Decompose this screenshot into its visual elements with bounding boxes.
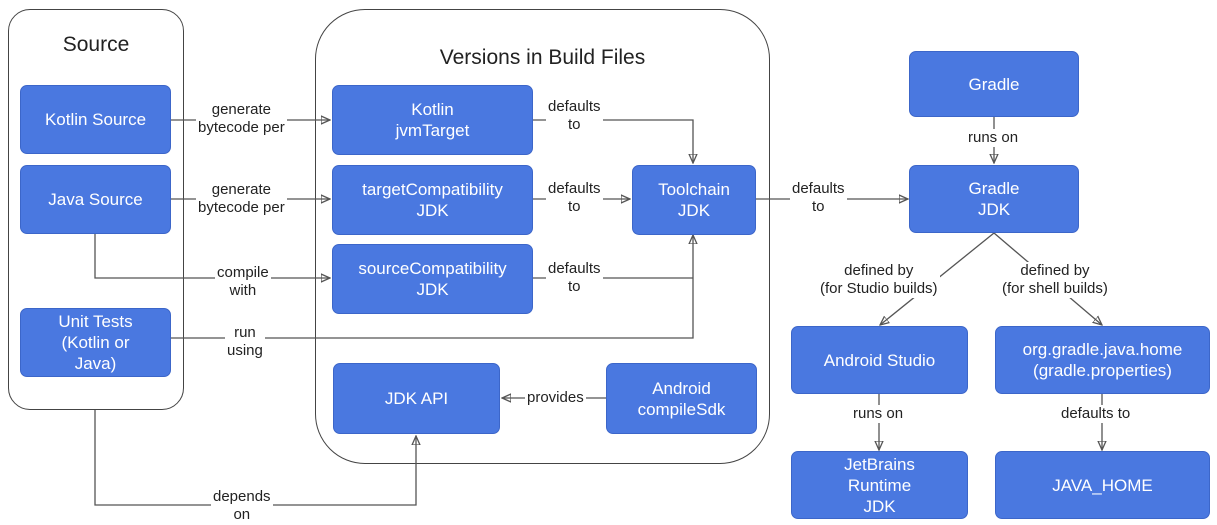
android-compilesdk-node: Android compileSdk bbox=[606, 363, 757, 434]
edge-unittests-to-toolchain bbox=[171, 235, 693, 339]
label-runs-on-studio: runs on bbox=[851, 405, 906, 423]
label-defaults-to-targetcompat: defaults to bbox=[546, 180, 603, 216]
java-source-node: Java Source bbox=[20, 165, 171, 234]
target-compatibility-node: targetCompatibility JDK bbox=[332, 165, 533, 235]
android-studio-node: Android Studio bbox=[791, 326, 968, 394]
label-generate-bytecode-java: generate bytecode per bbox=[196, 181, 287, 217]
label-defaults-to-sourcecompat: defaults to bbox=[546, 260, 603, 296]
label-defined-by-shell: defined by (for shell builds) bbox=[1000, 262, 1110, 298]
jetbrains-runtime-jdk-node: JetBrains Runtime JDK bbox=[791, 451, 968, 519]
label-runs-on-gradle: runs on bbox=[966, 129, 1021, 147]
versions-group-title: Versions in Build Files bbox=[439, 46, 646, 69]
label-defaults-to-jvmtarget: defaults to bbox=[546, 98, 603, 134]
label-generate-bytecode-kotlin: generate bytecode per bbox=[196, 101, 287, 137]
source-group-title: Source bbox=[62, 33, 130, 56]
java-home-node: JAVA_HOME bbox=[995, 451, 1210, 519]
kotlin-source-node: Kotlin Source bbox=[20, 85, 171, 154]
gradle-java-home-property-node: org.gradle.java.home (gradle.properties) bbox=[995, 326, 1210, 394]
label-run-using: run using bbox=[225, 324, 265, 360]
source-compatibility-node: sourceCompatibility JDK bbox=[332, 244, 533, 314]
label-depends-on: depends on bbox=[211, 488, 273, 524]
gradle-jdk-node: Gradle JDK bbox=[909, 165, 1079, 233]
label-defaults-to-gradle-jdk: defaults to bbox=[790, 180, 847, 216]
label-compile-with: compile with bbox=[215, 264, 271, 300]
label-provides: provides bbox=[525, 389, 586, 407]
gradle-node: Gradle bbox=[909, 51, 1079, 117]
unit-tests-node: Unit Tests (Kotlin or Java) bbox=[20, 308, 171, 377]
edge-java-src-to-sourcecompat bbox=[94, 233, 330, 278]
toolchain-jdk-node: Toolchain JDK bbox=[632, 165, 756, 235]
label-defaults-to-java-home: defaults to bbox=[1059, 405, 1133, 423]
kotlin-jvmtarget-node: Kotlin jvmTarget bbox=[332, 85, 533, 155]
jdk-api-node: JDK API bbox=[333, 363, 500, 434]
label-defined-by-studio: defined by (for Studio builds) bbox=[818, 262, 940, 298]
